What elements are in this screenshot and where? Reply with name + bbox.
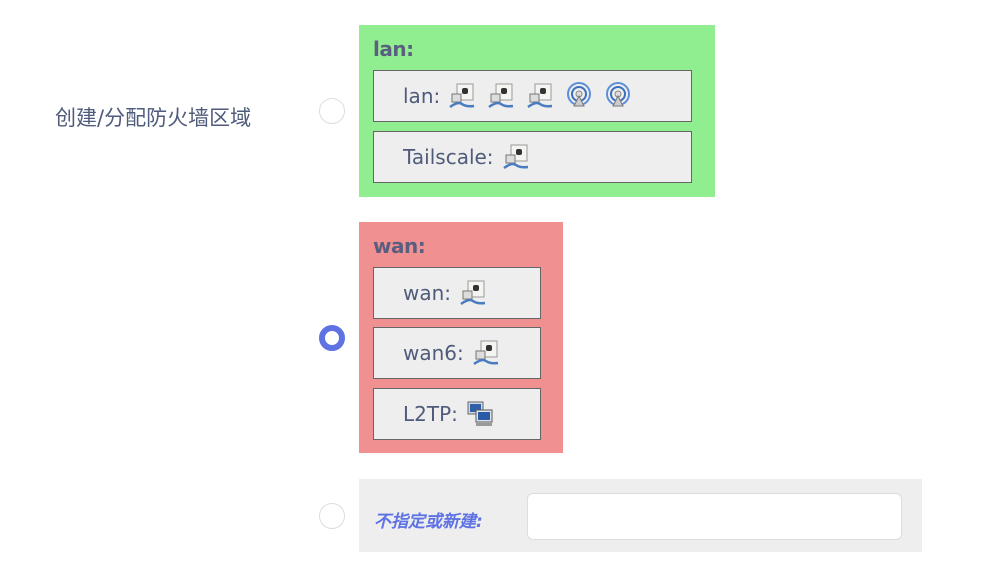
zone-radio-lan[interactable] [319, 98, 345, 124]
zone-title: lan: [373, 37, 414, 61]
ethernet-port-icon [448, 82, 476, 110]
unspecified-label: 不指定或新建: [374, 512, 483, 532]
device-l2tp: L2TP: [373, 388, 541, 440]
unspecified-zone-row: 不指定或新建: [359, 479, 922, 552]
field-label: 创建/分配防火墙区域 [55, 106, 252, 130]
wifi-icon [604, 82, 632, 110]
new-zone-input[interactable] [527, 493, 902, 540]
ethernet-port-icon [526, 82, 554, 110]
ethernet-port-icon [487, 82, 515, 110]
ethernet-port-icon [459, 279, 487, 307]
tunnel-computers-icon [466, 400, 494, 428]
zone-wan: wan: wan: wan6: L2TP: [359, 222, 563, 453]
zone-lan: lan: lan: Tailscale: [359, 25, 715, 197]
device-wan6: wan6: [373, 327, 541, 379]
device-label: Tailscale: [403, 145, 494, 169]
ethernet-port-icon [472, 339, 500, 367]
wifi-icon [565, 82, 593, 110]
device-wan: wan: [373, 267, 541, 319]
zone-radio-unspecified[interactable] [319, 503, 345, 529]
device-label: wan: [403, 281, 452, 305]
device-lan: lan: [373, 70, 692, 122]
ethernet-port-icon [502, 143, 530, 171]
device-label: L2TP: [403, 402, 458, 426]
device-tailscale: Tailscale: [373, 131, 692, 183]
device-label: wan6: [403, 341, 464, 365]
zone-title: wan: [373, 234, 426, 258]
zone-radio-wan[interactable] [319, 325, 345, 351]
device-label: lan: [403, 84, 441, 108]
